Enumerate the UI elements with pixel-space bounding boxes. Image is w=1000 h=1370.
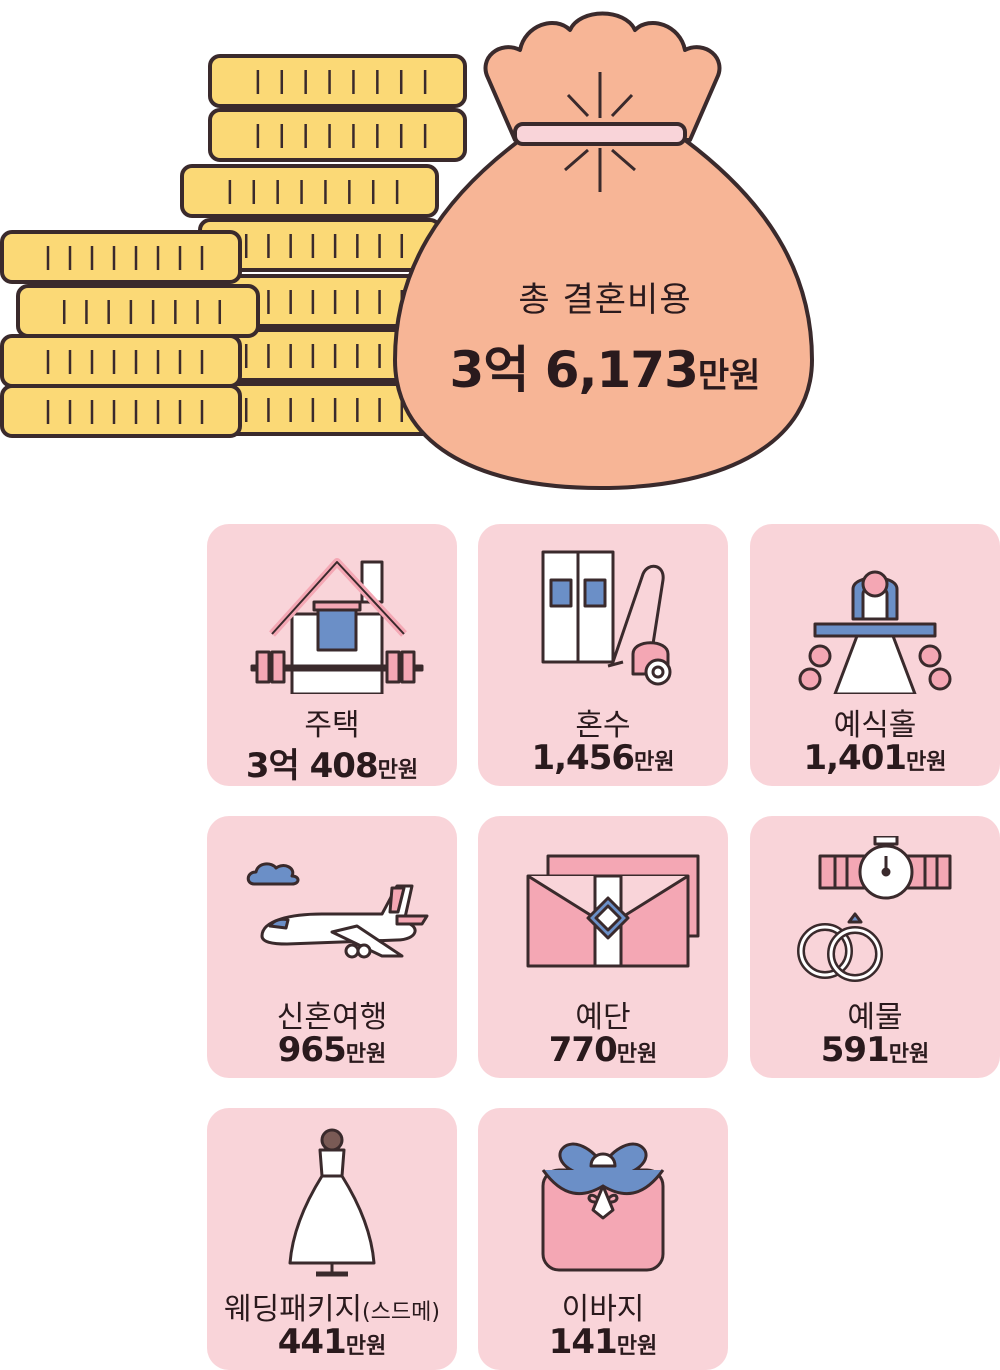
gift-envelope-icon	[526, 854, 700, 968]
item-amount: 441만원	[277, 1322, 387, 1362]
money-bag-icon	[393, 11, 814, 490]
item-name: 예물	[847, 1000, 903, 1035]
item-name: 혼수	[575, 708, 631, 743]
item-name-sub: (스드메)	[362, 1300, 440, 1325]
watch-rings-icon	[797, 836, 952, 982]
bojagi-gift-icon	[541, 1142, 665, 1272]
hero-illustration: 총 결혼비용 3억 6,173만원	[0, 0, 1000, 500]
item-name: 이바지	[561, 1292, 645, 1327]
house-icon	[250, 558, 424, 694]
coins-and-money-bag-icon	[0, 11, 814, 490]
item-name: 웨딩패키지(스드메)	[224, 1292, 440, 1327]
coin	[208, 54, 467, 108]
total-cost-value: 3억 6,173만원	[420, 330, 790, 402]
item-name: 예식홀	[833, 708, 917, 743]
item-amount: 1,456만원	[531, 738, 675, 778]
coin	[208, 108, 467, 162]
coin	[0, 384, 242, 438]
coin-stack-icon	[0, 54, 467, 438]
total-cost-unit: 만원	[697, 356, 761, 396]
item-amount: 1,401만원	[803, 738, 947, 778]
item-amount: 3억 408만원	[245, 746, 419, 786]
cost-card-ibaji: 이바지 141만원	[478, 1108, 728, 1370]
cost-card-house: 주택 3억 408만원	[207, 524, 457, 786]
cost-card-wedding-package: 웨딩패키지(스드메) 441만원	[207, 1108, 457, 1370]
item-amount: 770만원	[548, 1030, 658, 1070]
cost-card-wedding-hall: 예식홀 1,401만원	[750, 524, 1000, 786]
cost-card-gift-money: 예단 770만원	[478, 816, 728, 1078]
item-amount: 965만원	[277, 1030, 387, 1070]
item-name: 예단	[575, 1000, 631, 1035]
coin	[0, 334, 242, 388]
cost-card-appliances: 혼수 1,456만원	[478, 524, 728, 786]
coin	[16, 284, 260, 338]
appliances-icon	[541, 550, 672, 686]
coin	[180, 164, 439, 218]
airplane-icon	[246, 862, 429, 959]
coin	[0, 230, 242, 284]
total-cost-label: 총 결혼비용	[518, 280, 692, 320]
wedding-hall-icon	[798, 570, 952, 694]
item-amount: 141만원	[548, 1322, 658, 1362]
item-amount: 591만원	[820, 1030, 930, 1070]
cost-card-wedding-gifts: 예물 591만원	[750, 816, 1000, 1078]
item-name: 주택	[304, 708, 360, 743]
total-cost-amount: 3억 6,173	[449, 341, 699, 399]
wedding-dress-icon	[288, 1128, 376, 1277]
item-name: 신혼여행	[276, 1000, 388, 1035]
cost-card-honeymoon: 신혼여행 965만원	[207, 816, 457, 1078]
